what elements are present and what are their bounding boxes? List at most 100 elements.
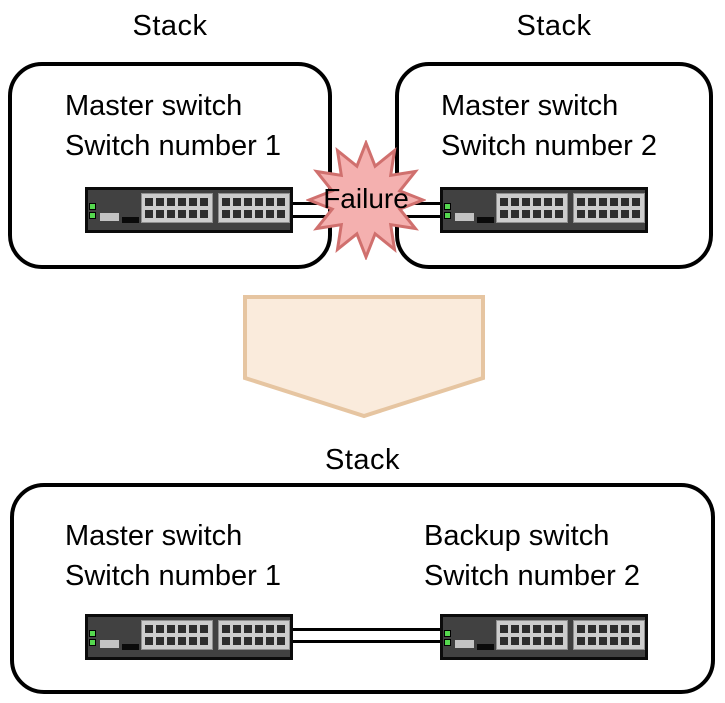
led-icon [444,212,451,219]
led-icon [89,212,96,219]
port-square [588,637,596,645]
port-square [500,198,508,206]
port-square [599,198,607,206]
led-icon [444,639,451,646]
port-square [610,210,618,218]
port-square [500,637,508,645]
port-square [189,637,197,645]
slot-light [455,213,474,221]
port-square [610,198,618,206]
port-square [522,625,530,633]
port-square [621,625,629,633]
stack-link-line [286,640,448,643]
slot-light [100,213,119,221]
port-square [511,198,519,206]
port-square [200,637,208,645]
port-square [189,198,197,206]
slot-dark [122,644,139,650]
port-square [156,198,164,206]
slot-dark [477,217,494,223]
port-square [266,198,274,206]
port-square [222,637,230,645]
port-square [599,210,607,218]
port-square [156,637,164,645]
port-square [156,625,164,633]
stack-label-bottom: Stack [324,444,401,476]
port-square [167,198,175,206]
port-square [244,198,252,206]
port-panel-icon [573,620,645,650]
port-square [610,625,618,633]
port-square [511,210,519,218]
port-square [178,625,186,633]
port-square [511,637,519,645]
port-square [244,625,252,633]
port-square [145,637,153,645]
port-square [266,637,274,645]
switch-role-label: Master switch [65,90,243,122]
switch-caption-bottom-left: Master switch Switch number 1 [65,516,281,596]
switch-caption-top-left: Master switch Switch number 1 [65,86,281,166]
port-square [533,198,541,206]
port-square [632,210,640,218]
switch-device-bottom-right [440,614,648,660]
port-square [555,625,563,633]
port-square [533,637,541,645]
port-square [222,198,230,206]
led-icon [89,203,96,210]
port-square [544,625,552,633]
port-square [167,625,175,633]
port-panel-icon [218,620,290,650]
port-square [222,625,230,633]
port-square [621,210,629,218]
port-square [255,637,263,645]
switch-device-bottom-left [85,614,293,660]
port-square [621,198,629,206]
led-icon [444,630,451,637]
switch-caption-top-right: Master switch Switch number 2 [441,86,657,166]
switch-device-top-right [440,187,648,233]
port-square [555,637,563,645]
switch-number-label: Switch number 1 [65,130,281,162]
port-square [200,210,208,218]
port-square [577,210,585,218]
switch-role-label: Master switch [441,90,619,122]
port-square [255,210,263,218]
switch-caption-bottom-right: Backup switch Switch number 2 [424,516,640,596]
failure-label: Failure [323,183,409,214]
port-square [167,637,175,645]
port-square [200,198,208,206]
stack-label-top-left: Stack [132,10,208,42]
port-square [266,210,274,218]
port-square [544,198,552,206]
port-square [632,637,640,645]
stack-link-line [286,628,448,631]
led-icon [89,630,96,637]
port-square [178,210,186,218]
port-square [255,625,263,633]
slot-dark [122,217,139,223]
port-square [277,625,285,633]
port-square [500,210,508,218]
port-square [156,210,164,218]
port-square [599,637,607,645]
port-square [632,198,640,206]
slot-dark [477,644,494,650]
port-square [145,625,153,633]
port-square [189,210,197,218]
port-square [145,198,153,206]
port-square [588,198,596,206]
led-icon [444,203,451,210]
port-square [222,210,230,218]
port-square [555,198,563,206]
failure-burst-icon [306,140,426,260]
port-square [577,625,585,633]
port-square [544,210,552,218]
port-square [533,625,541,633]
port-square [266,625,274,633]
port-square [577,637,585,645]
led-icon [89,639,96,646]
port-square [233,198,241,206]
port-square [610,637,618,645]
